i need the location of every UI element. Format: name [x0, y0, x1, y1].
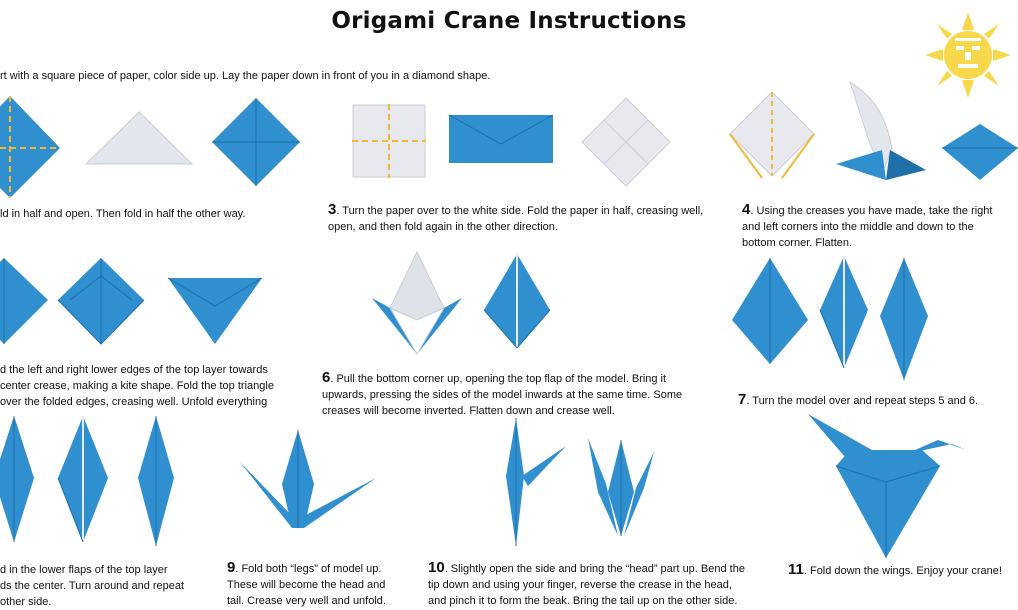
sun-emblem-icon [925, 12, 1011, 98]
step-5-label: d the left and right lower edges of the … [0, 364, 268, 376]
step-3-label: . Turn the paper over to the white side.… [336, 205, 704, 217]
step-4-number: 4 [742, 201, 751, 218]
step-6-label-3: creases will become inverted. Flatten do… [322, 405, 615, 417]
step-8-diagram-1 [0, 416, 34, 542]
step-6-label-2: upwards, pressing the sides of the model… [322, 389, 683, 401]
step-8-diagram-2 [57, 416, 108, 543]
step-5-diagram-2 [57, 258, 145, 345]
step-3-number: 3 [328, 201, 337, 218]
step-9-label: . Fold both “legs” of model up. [235, 563, 382, 575]
step-8-diagram-3 [138, 416, 174, 546]
step-9-text: 9. Fold both “legs” of model up. These w… [227, 560, 386, 609]
step-7-label: . Turn the model over and repeat steps 5… [746, 395, 979, 407]
step-3-diagram-2 [448, 114, 554, 163]
step-7-diagram-3 [880, 258, 928, 380]
step-10-number: 10 [428, 559, 445, 576]
step-2-diagram-3 [212, 98, 300, 186]
step-9-diagram [240, 430, 376, 528]
step-4-diagram-1 [729, 91, 815, 179]
step-4-label-2: and left corners into the middle and dow… [742, 221, 974, 233]
step-10-label-2: tip down and using your finger, reverse … [428, 579, 732, 591]
step-2-diagram-2 [84, 111, 194, 165]
step-7-text: 7. Turn the model over and repeat steps … [738, 392, 978, 409]
step-11-text: 11. Fold down the wings. Enjoy your cran… [788, 562, 1002, 579]
step-5-label-3: over the folded edges, creasing well. Un… [0, 396, 268, 408]
step-4-label: . Using the creases you have made, take … [750, 205, 993, 217]
step-7-diagram-2 [819, 256, 868, 369]
step-10-text: 10. Slightly open the side and bring the… [428, 560, 745, 609]
step-10-label-3: and pinch it to form the beak. Bring the… [428, 595, 738, 607]
step-3-diagram-3 [581, 97, 671, 187]
step-4-text: 4. Using the creases you have made, take… [742, 202, 992, 251]
step-9-label-2: These will become the head and [227, 579, 386, 591]
step-11-diagram [808, 414, 966, 558]
step-5-diagram-1 [0, 258, 48, 344]
step-8-label: d in the lower flaps of the top layer [0, 564, 168, 576]
step-10-label: . Slightly open the side and bring the “… [444, 563, 745, 575]
step-8-label-3: other side. [0, 596, 52, 608]
step-4-diagram-2 [836, 80, 926, 180]
step-11-label: . Fold down the wings. Enjoy your crane! [803, 565, 1002, 577]
step-1-label: rt with a square piece of paper, color s… [0, 70, 491, 82]
step-6-diagram-1 [372, 250, 462, 355]
step-4-diagram-3 [942, 124, 1018, 180]
page-title: Origami Crane Instructions [331, 8, 687, 34]
step-4-label-3: bottom corner. Flatten. [742, 237, 853, 249]
step-8-label-2: ds the center. Turn around and repeat [0, 580, 185, 592]
step-3-diagram-1 [352, 104, 426, 178]
step-5-text: d the left and right lower edges of the … [0, 362, 274, 410]
step-6-label: . Pull the bottom corner up, opening the… [330, 373, 667, 385]
step-2-text: ld in half and open. Then fold in half t… [0, 206, 245, 222]
step-10-diagram-1 [506, 418, 566, 546]
step-6-diagram-2 [483, 254, 551, 349]
step-2-diagram-1 [0, 96, 60, 198]
step-10-diagram-2 [588, 438, 654, 536]
step-6-number: 6 [322, 369, 331, 386]
step-1-text: rt with a square piece of paper, color s… [0, 68, 490, 84]
step-9-label-3: tail. Crease very well and unfold. [227, 595, 386, 607]
step-5-label-2: center crease, making a kite shape. Fold… [0, 380, 274, 392]
step-3-text: 3. Turn the paper over to the white side… [328, 202, 703, 235]
step-2-label: ld in half and open. Then fold in half t… [0, 208, 246, 220]
step-7-number: 7 [738, 391, 747, 408]
step-7-diagram-1 [732, 258, 808, 364]
step-8-text: d in the lower flaps of the top layer ds… [0, 562, 184, 610]
step-3-label-2: open, and then fold again in the other d… [328, 221, 558, 233]
step-9-number: 9 [227, 559, 236, 576]
step-11-number: 11 [788, 561, 804, 578]
step-5-diagram-3 [167, 277, 263, 344]
step-6-text: 6. Pull the bottom corner up, opening th… [322, 370, 682, 419]
